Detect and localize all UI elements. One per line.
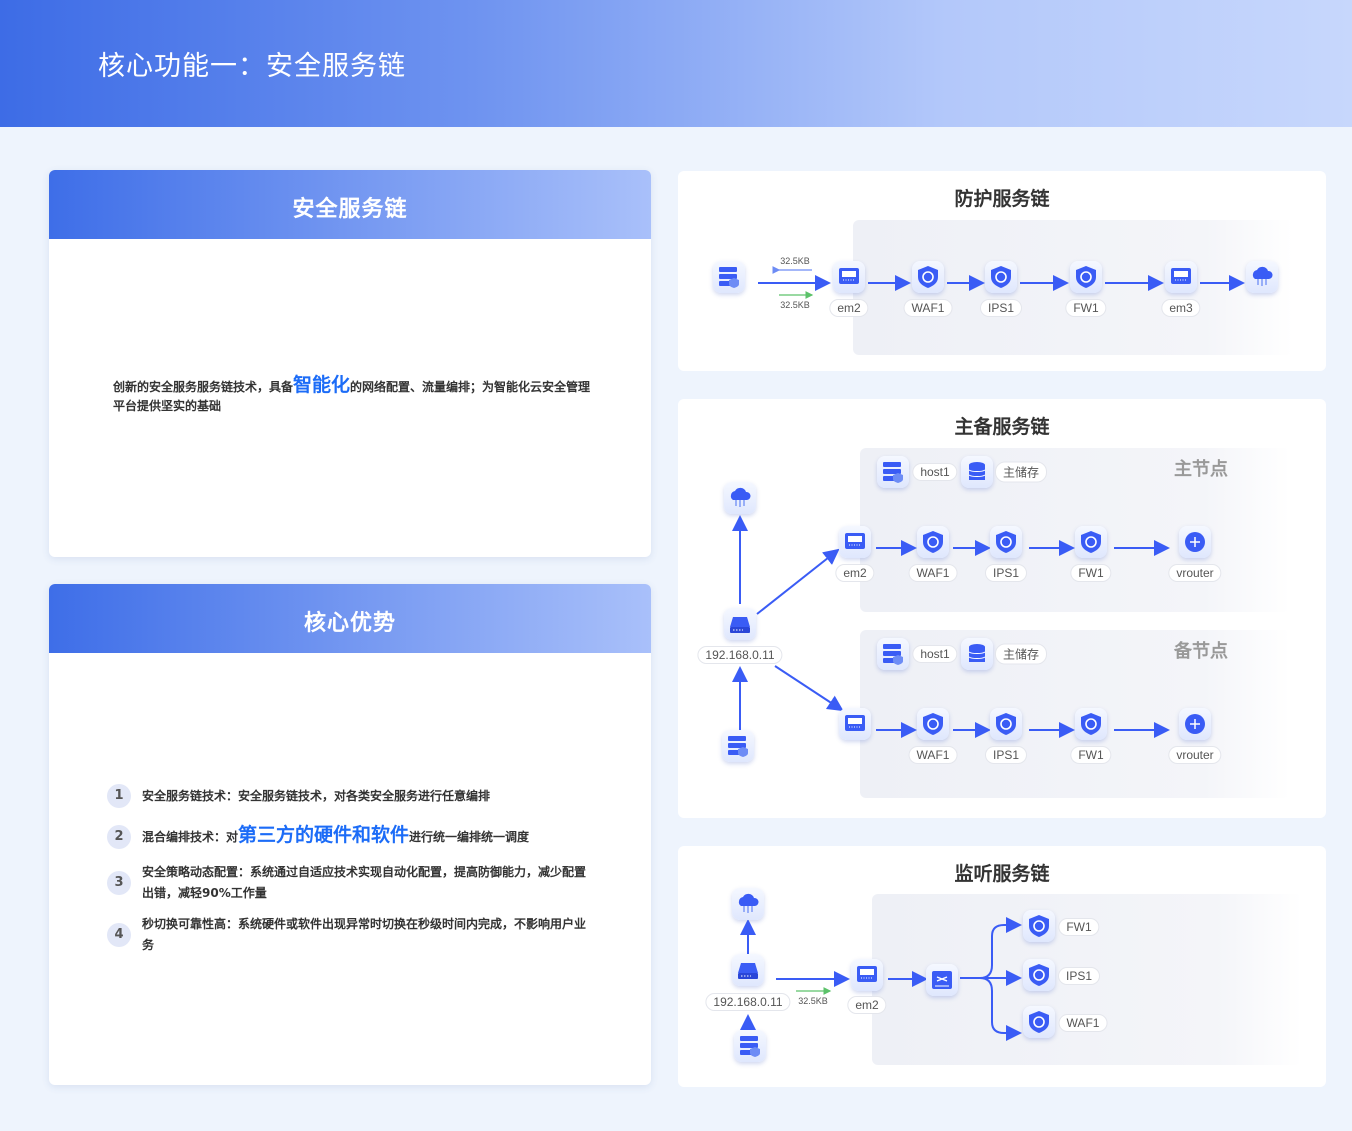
item-text: 安全策略动态配置：系统通过自适应技术实现自动化配置，提高防御能力，减少配置出错，… (142, 865, 587, 900)
fw1-icon[interactable] (1023, 910, 1055, 942)
desc-highlight: 智能化 (293, 374, 351, 396)
item-number: 4 (107, 923, 131, 947)
server-icon[interactable] (734, 1030, 766, 1062)
primary-role-label: 主节点 (1174, 459, 1228, 480)
storage-label: 主储存 (994, 643, 1048, 665)
item-highlight: 第三方的硬件和软件 (238, 824, 410, 846)
ips1-icon[interactable] (990, 526, 1022, 558)
traffic-out-label: 32.5KB (780, 300, 810, 310)
backup-role-label: 备节点 (1174, 641, 1228, 662)
card-title: 安全服务链 (49, 170, 651, 239)
node-label: IPS1 (1057, 967, 1101, 985)
node-label: em2 (835, 564, 875, 582)
em2-icon[interactable] (851, 959, 883, 991)
waf1-icon[interactable] (917, 526, 949, 558)
node-label: FW1 (1070, 564, 1112, 582)
fw1-icon[interactable] (1075, 708, 1107, 740)
page-title: 核心功能一：安全服务链 (98, 51, 406, 82)
item-number: 2 (107, 824, 131, 849)
cloud-icon[interactable] (1246, 261, 1278, 293)
node-label: WAF1 (908, 564, 958, 582)
vrouter-icon[interactable] (1179, 708, 1211, 740)
connector-arrow (774, 665, 844, 712)
advantage-item: 4 秒切换可靠性高：系统硬件或软件出现异常时切换在秒级时间内完成，不影响用户业务 (107, 915, 587, 955)
item-text: 进行统一编排统一调度 (409, 830, 530, 844)
node-label: FW1 (1070, 746, 1112, 764)
node-label: FW1 (1058, 918, 1100, 936)
ip-label: 192.168.0.11 (705, 993, 791, 1011)
ips1-icon[interactable] (985, 261, 1017, 293)
connector-arrow (756, 548, 840, 615)
vrouter-icon[interactable] (1179, 526, 1211, 558)
em2-icon[interactable] (833, 261, 865, 293)
em2-icon[interactable] (839, 708, 871, 740)
advantages-card: 核心优势 1 安全服务链技术：安全服务链技术，对各类安全服务进行任意编排 2 混合编排… (49, 584, 651, 1085)
card-description: 创新的安全服务服务链技术，具备智能化的网络配置、流量编排；为智能化云安全管理平台… (113, 376, 593, 416)
node-label: IPS1 (984, 564, 1028, 582)
traffic-in-label: 32.5KB (780, 256, 810, 266)
storage-label: 主储存 (994, 461, 1048, 483)
advantage-item: 3 安全策略动态配置：系统通过自适应技术实现自动化配置，提高防御能力，减少配置出错… (107, 863, 587, 903)
node-label: IPS1 (979, 299, 1023, 317)
node-label: WAF1 (908, 746, 958, 764)
host-label: host1 (912, 463, 958, 481)
node-label: em2 (847, 996, 887, 1014)
item-text: 安全服务链技术：安全服务链技术，对各类安全服务进行任意编排 (142, 789, 491, 803)
panel-title: 防护服务链 (954, 188, 1050, 210)
router-icon[interactable] (732, 954, 764, 986)
ips1-icon[interactable] (1023, 959, 1055, 991)
storage-icon[interactable] (961, 638, 993, 670)
node-label: IPS1 (984, 746, 1028, 764)
fw1-icon[interactable] (1070, 261, 1102, 293)
service-chain-card: 安全服务链 创新的安全服务服务链技术，具备智能化的网络配置、流量编排；为智能化云… (49, 170, 651, 557)
advantage-item: 2 混合编排技术：对第三方的硬件和软件进行统一编排统一调度 (107, 824, 587, 849)
waf1-icon[interactable] (917, 708, 949, 740)
item-text: 混合编排技术：对 (142, 830, 239, 844)
host-label: host1 (912, 645, 958, 663)
fw1-icon[interactable] (1075, 526, 1107, 558)
panel-title: 监听服务链 (954, 863, 1050, 885)
cloud-icon[interactable] (732, 888, 764, 920)
storage-icon[interactable] (961, 456, 993, 488)
protection-chain-panel: 防护服务链 (678, 171, 1326, 371)
advantage-item: 1 安全服务链技术：安全服务链技术，对各类安全服务进行任意编排 (107, 783, 587, 808)
node-label: em3 (1161, 299, 1201, 317)
node-label: vrouter (1168, 746, 1222, 764)
node-label: FW1 (1065, 299, 1107, 317)
connector-arrow (979, 977, 1022, 1041)
host-icon[interactable] (877, 456, 909, 488)
server-icon[interactable] (722, 730, 754, 762)
ip-label: 192.168.0.11 (697, 646, 783, 664)
item-number: 3 (107, 871, 131, 895)
item-text: 秒切换可靠性高：系统硬件或软件出现异常时切换在秒级时间内完成，不影响用户业务 (142, 917, 587, 952)
waf1-icon[interactable] (1023, 1006, 1055, 1038)
router-icon[interactable] (724, 608, 756, 640)
waf1-icon[interactable] (912, 261, 944, 293)
ips1-icon[interactable] (990, 708, 1022, 740)
cloud-icon[interactable] (724, 482, 756, 514)
em2-icon[interactable] (839, 526, 871, 558)
traffic-label: 32.5KB (798, 996, 828, 1006)
node-label: em2 (829, 299, 869, 317)
em3-icon[interactable] (1165, 261, 1197, 293)
server-icon[interactable] (713, 261, 745, 293)
item-number: 1 (107, 783, 131, 808)
desc-text: 的网络配置、流量编排；为智能化云安全管理平台提供坚实的基础 (113, 380, 591, 413)
node-label: WAF1 (1058, 1014, 1108, 1032)
host-icon[interactable] (877, 638, 909, 670)
page-header: 核心功能一：安全服务链 (0, 0, 1352, 127)
desc-text: 创新的安全服务服务链技术，具备 (113, 380, 294, 394)
panel-title: 主备服务链 (954, 416, 1050, 438)
connector-arrow (979, 917, 1022, 979)
card-title: 核心优势 (49, 584, 651, 653)
node-label: WAF1 (903, 299, 953, 317)
node-label: vrouter (1168, 564, 1222, 582)
switch-icon[interactable] (926, 964, 958, 996)
